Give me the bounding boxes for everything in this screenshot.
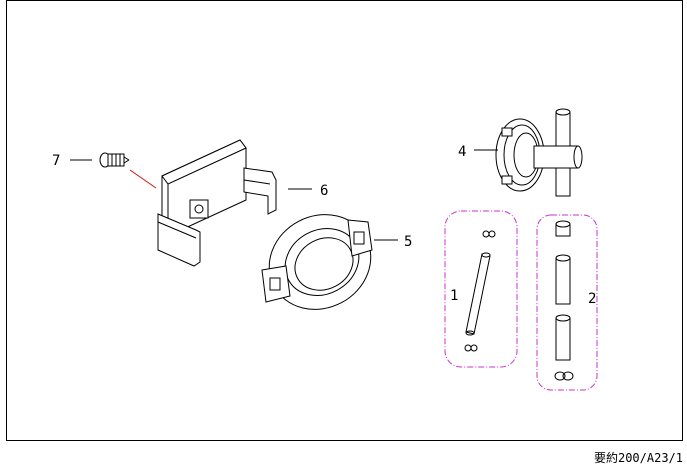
callout-7: 7 (52, 153, 60, 169)
group-1-outline (444, 210, 518, 368)
part-5-clamp-ring (261, 214, 373, 310)
leader-7-accent (129, 169, 157, 189)
callout-6: 6 (320, 183, 328, 199)
diagram-frame (6, 0, 683, 441)
callout-5: 5 (404, 234, 412, 250)
callout-1: 1 (450, 288, 458, 304)
group-2-outline (536, 214, 598, 391)
part-6-bracket (157, 139, 277, 267)
drawing-code: 要約200/A23/1 (593, 451, 683, 465)
part-7-screw (99, 152, 130, 168)
part-1-hose-set (464, 230, 496, 352)
part-2-pipe-set (554, 220, 574, 381)
callout-4: 4 (458, 144, 466, 160)
callout-2: 2 (588, 291, 596, 307)
part-4-valve (495, 108, 583, 197)
